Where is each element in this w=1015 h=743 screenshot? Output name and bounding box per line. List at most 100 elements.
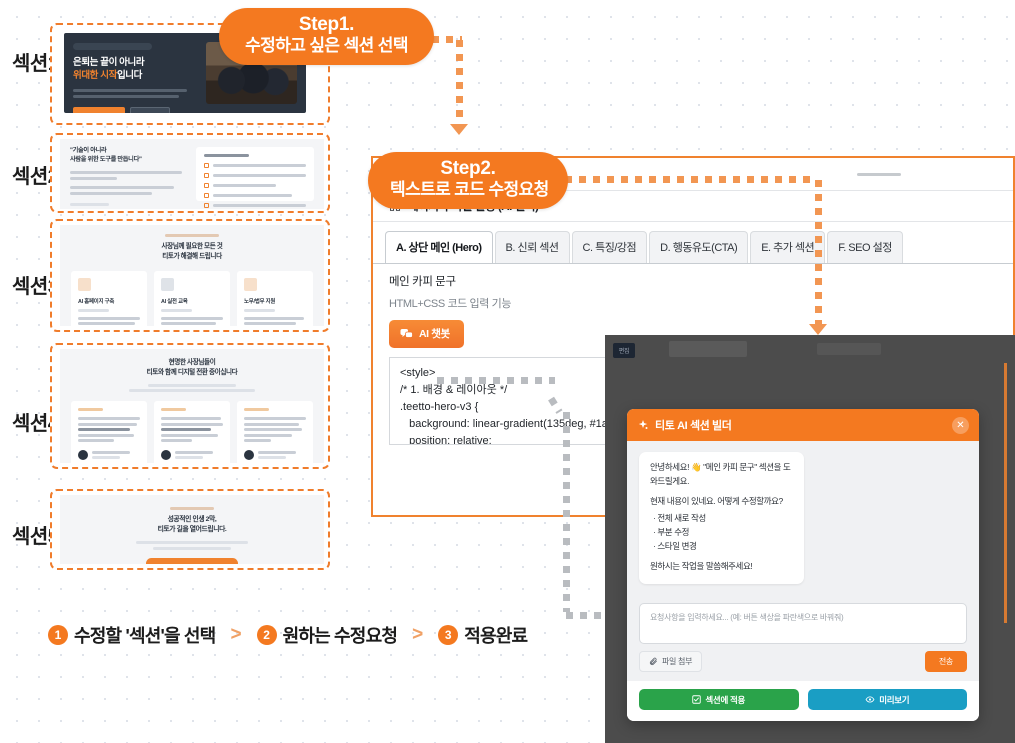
trust-body-lines (70, 170, 188, 206)
section-thumbnail-2[interactable]: "기술이 아니라 사람을 위한 도구를 만듭니다" (60, 139, 324, 209)
overlay-edit-chip: 편집 (613, 343, 635, 358)
section-label-3: 섹션3 (12, 276, 59, 298)
check-square-icon (692, 695, 702, 704)
tab-hero[interactable]: A. 상단 메인 (Hero) (385, 231, 493, 263)
check-icon (203, 203, 209, 208)
eye-icon (865, 696, 875, 703)
hero-primary-button[interactable] (73, 106, 125, 113)
connector-step2-horizontal (565, 176, 815, 183)
tab-extra[interactable]: E. 추가 섹션 (750, 231, 826, 263)
request-input[interactable]: 요청사항을 입력하세요... (예: 버튼 색상을 파란색으로 바꿔줘) (639, 603, 967, 644)
hero-headline: 은퇴는 끝이 아니라 위대한 시작입니다 (73, 57, 197, 83)
hero-buttons (73, 106, 197, 113)
modal-footer: 섹션에 적용 미리보기 (627, 681, 979, 721)
close-icon[interactable]: ✕ (952, 416, 969, 434)
section-thumbnail-5[interactable]: 성공적인 인생 2막, 티토가 길을 열어드립니다. (60, 495, 324, 564)
step-1-title: 수정하고 싶은 섹션 선택 (245, 35, 408, 55)
code-line: position: relative; (400, 435, 492, 445)
tab-divider (373, 263, 1013, 264)
features-eyebrow (165, 234, 219, 237)
review-card (154, 401, 230, 463)
cta-headline-line2: 티토가 길을 열어드립니다. (157, 526, 227, 534)
star-rating (161, 408, 186, 412)
code-line: /* 1. 배경 & 레이아웃 */ (400, 384, 508, 397)
hero-eyebrow-pill (73, 43, 153, 50)
reviews-card-row (71, 401, 313, 463)
feature-card-title: AI 실전 교육 (161, 298, 188, 305)
hero-secondary-button[interactable] (130, 106, 170, 113)
tab-seo[interactable]: F. SEO 설정 (827, 231, 903, 263)
sparkle-icon (638, 420, 648, 429)
bottom-step-text: 원하는 수정요청 (282, 626, 398, 646)
bottom-step-bar: 1 수정할 '섹션'을 선택 > 2 원하는 수정요청 > 3 적용완료 (48, 622, 528, 648)
review-card (237, 401, 313, 463)
cta-subtext (136, 541, 248, 550)
bottom-step-2: 2 원하는 수정요청 (256, 622, 398, 648)
step-1-id: Step1. (298, 14, 355, 35)
modal-header: 티토 AI 섹션 빌더 ✕ (627, 409, 979, 441)
feature-card[interactable]: 노무/법무 지원 (237, 270, 313, 326)
avatar (244, 450, 254, 461)
connector-step2-arrow (809, 324, 827, 335)
preview-button[interactable]: 미리보기 (807, 689, 967, 710)
avatar (161, 450, 171, 461)
cta-headline: 성공적인 인생 2막, 티토가 길을 열어드립니다. (71, 515, 313, 535)
send-button[interactable]: 전송 (924, 651, 967, 672)
connector-step1-vertical (456, 40, 463, 124)
overlay-accent-edge (1004, 363, 1007, 623)
hero-headline-accent: 위대한 시작 (73, 69, 117, 81)
bottom-step-number: 3 (438, 625, 459, 645)
modal-input-actions: 파일 첨부 전송 (639, 651, 967, 672)
paperclip-icon (649, 657, 657, 666)
bottom-step-text: 적용완료 (464, 626, 528, 646)
code-line: <style> (400, 367, 436, 379)
modal-input-zone: 요청사항을 입력하세요... (예: 버튼 색상을 파란색으로 바꿔줘) 파일 … (627, 603, 979, 681)
bubble-greeting: 안녕하세요! 👋 "메인 카피 문구" 섹션을 도와드릴게요. (650, 462, 791, 486)
feature-card[interactable]: AI 홈페이지 구축 (71, 270, 147, 326)
section-thumbnail-4[interactable]: 현명한 사장님들이 티토와 함께 디지털 전환 중이십니다 (60, 349, 324, 463)
step-badge-1: Step1. 수정하고 싶은 섹션 선택 (219, 8, 434, 65)
bubble-option: · 전체 새로 작성 (653, 512, 706, 523)
field-hint: HTML+CSS 코드 입력 기능 (389, 298, 512, 310)
cta-eyebrow (170, 507, 214, 510)
attach-file-button[interactable]: 파일 첨부 (639, 651, 703, 672)
step-badge-2: Step2. 텍스트로 코드 수정요청 (368, 152, 568, 209)
features-headline: 사장님께 필요한 모든 것 티토가 해결해 드립니다 (71, 242, 313, 262)
ai-section-builder-modal: 티토 AI 섹션 빌더 ✕ 안녕하세요! 👋 "메인 카피 문구" 섹션을 도와… (627, 409, 979, 721)
apply-to-section-button[interactable]: 섹션에 적용 (639, 689, 799, 710)
bubble-option: · 부분 수정 (653, 526, 690, 537)
feature-icon (244, 277, 257, 291)
step-2-id: Step2. (440, 158, 496, 179)
bottom-step-number: 1 (48, 625, 68, 645)
tab-cta[interactable]: D. 행동유도(CTA) (649, 231, 749, 263)
section-thumbnail-3[interactable]: 사장님께 필요한 모든 것 티토가 해결해 드립니다 AI 홈페이지 구축 AI… (60, 225, 324, 326)
check-icon (203, 163, 209, 168)
features-headline-line1: 사장님께 필요한 모든 것 (161, 243, 223, 250)
code-line: .teetto-hero-v3 { (400, 401, 479, 414)
collapse-handle[interactable] (857, 172, 901, 176)
check-icon (203, 193, 209, 198)
attach-file-label: 파일 첨부 (662, 657, 693, 666)
section-label-5: 섹션5 (12, 526, 59, 548)
feature-card-title: 노무/법무 지원 (244, 298, 276, 305)
cta-button[interactable] (146, 557, 238, 564)
bubble-question: 현재 내용이 있네요. 어떻게 수정할까요? (650, 496, 783, 507)
section-label-4: 섹션4 (12, 413, 59, 435)
overlay-bar (817, 343, 881, 355)
feature-card[interactable]: AI 실전 교육 (154, 270, 230, 326)
feature-icon (78, 277, 91, 291)
bottom-step-1: 1 수정할 '섹션'을 선택 (48, 622, 216, 648)
tab-trust[interactable]: B. 신뢰 섹션 (494, 231, 570, 263)
modal-title-group: 티토 AI 섹션 빌더 (637, 417, 732, 433)
connector-step3-vertical (563, 412, 570, 612)
reviews-headline-line1: 현명한 사장님들이 (168, 359, 216, 366)
trust-list-card (195, 147, 314, 208)
star-rating (244, 408, 269, 412)
cta-headline-line1: 성공적인 인생 2막, (167, 516, 217, 523)
connector-step1-horizontal (432, 36, 462, 43)
ai-chatbot-button[interactable]: AI 챗봇 (389, 320, 464, 348)
tab-features[interactable]: C. 특징/강점 (571, 231, 648, 263)
features-card-row: AI 홈페이지 구축 AI 실전 교육 노무/법무 지원 (71, 270, 313, 326)
hero-headline-line1: 은퇴는 끝이 아니라 (73, 57, 145, 68)
